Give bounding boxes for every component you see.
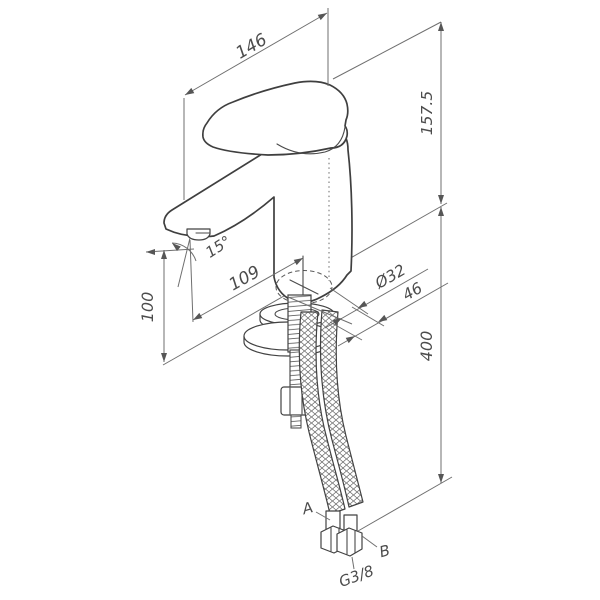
label-a-leader [315,511,331,521]
dim-400-label: 400 [417,331,436,362]
base-circle-dashed [275,270,333,304]
dim-100-arrow-top [161,250,167,259]
dim-o32-arrow-right [358,300,368,308]
dim-146-lines [183,8,329,200]
dim-100-arrow-left [146,249,155,255]
hose-b-nut [336,527,363,557]
dim-100-label: 100 [138,292,157,323]
dim-400-lines [357,207,453,532]
dim-146-arrow-right [317,13,327,21]
flexible-hoses-group [298,309,364,557]
faucet-body-outline [163,130,353,304]
handle-seam-curve [276,126,346,155]
dim-1575-lines [332,21,442,204]
dim-46-arrow-right [378,314,388,322]
hose-b-label: B [377,541,392,561]
label-g38-leader [351,556,355,570]
dimension-lines-group [145,8,453,570]
dim-400-arrow-top [438,207,444,216]
hose-b [319,309,364,508]
dim-109-arrow-right [293,258,303,266]
thread-size-label: G3/8 [336,562,376,591]
dim-146-label: 146 [232,30,270,64]
dim-100-arrow-bottom [161,353,167,362]
dim-15-lines [171,237,197,323]
faucet-body-group [163,80,353,304]
dim-1575-arrow-bottom [438,195,444,204]
dim-109-arrow-left [193,312,203,320]
dim-15-arc-arrow [172,243,181,252]
dim-109-label: 109 [226,262,264,295]
dim-1575-arrow-top [438,22,444,31]
hose-a-label: A [299,498,315,518]
dim-o32-lines [287,268,429,329]
faucet-handle [201,80,349,156]
rod-end [290,414,302,429]
aerator [186,228,211,241]
hose-b-nut-facets [346,529,356,555]
dim-46-arrow-left [345,336,355,344]
dim-1575-label: 157.5 [418,91,436,135]
dim-400-arrow-bottom [438,474,444,483]
dim-o32-arrow-left [332,318,342,326]
dim-109-line [192,257,304,321]
label-b-leader [361,535,378,548]
dim-146-arrow-left [185,87,195,95]
dim-46-lines [329,282,449,347]
